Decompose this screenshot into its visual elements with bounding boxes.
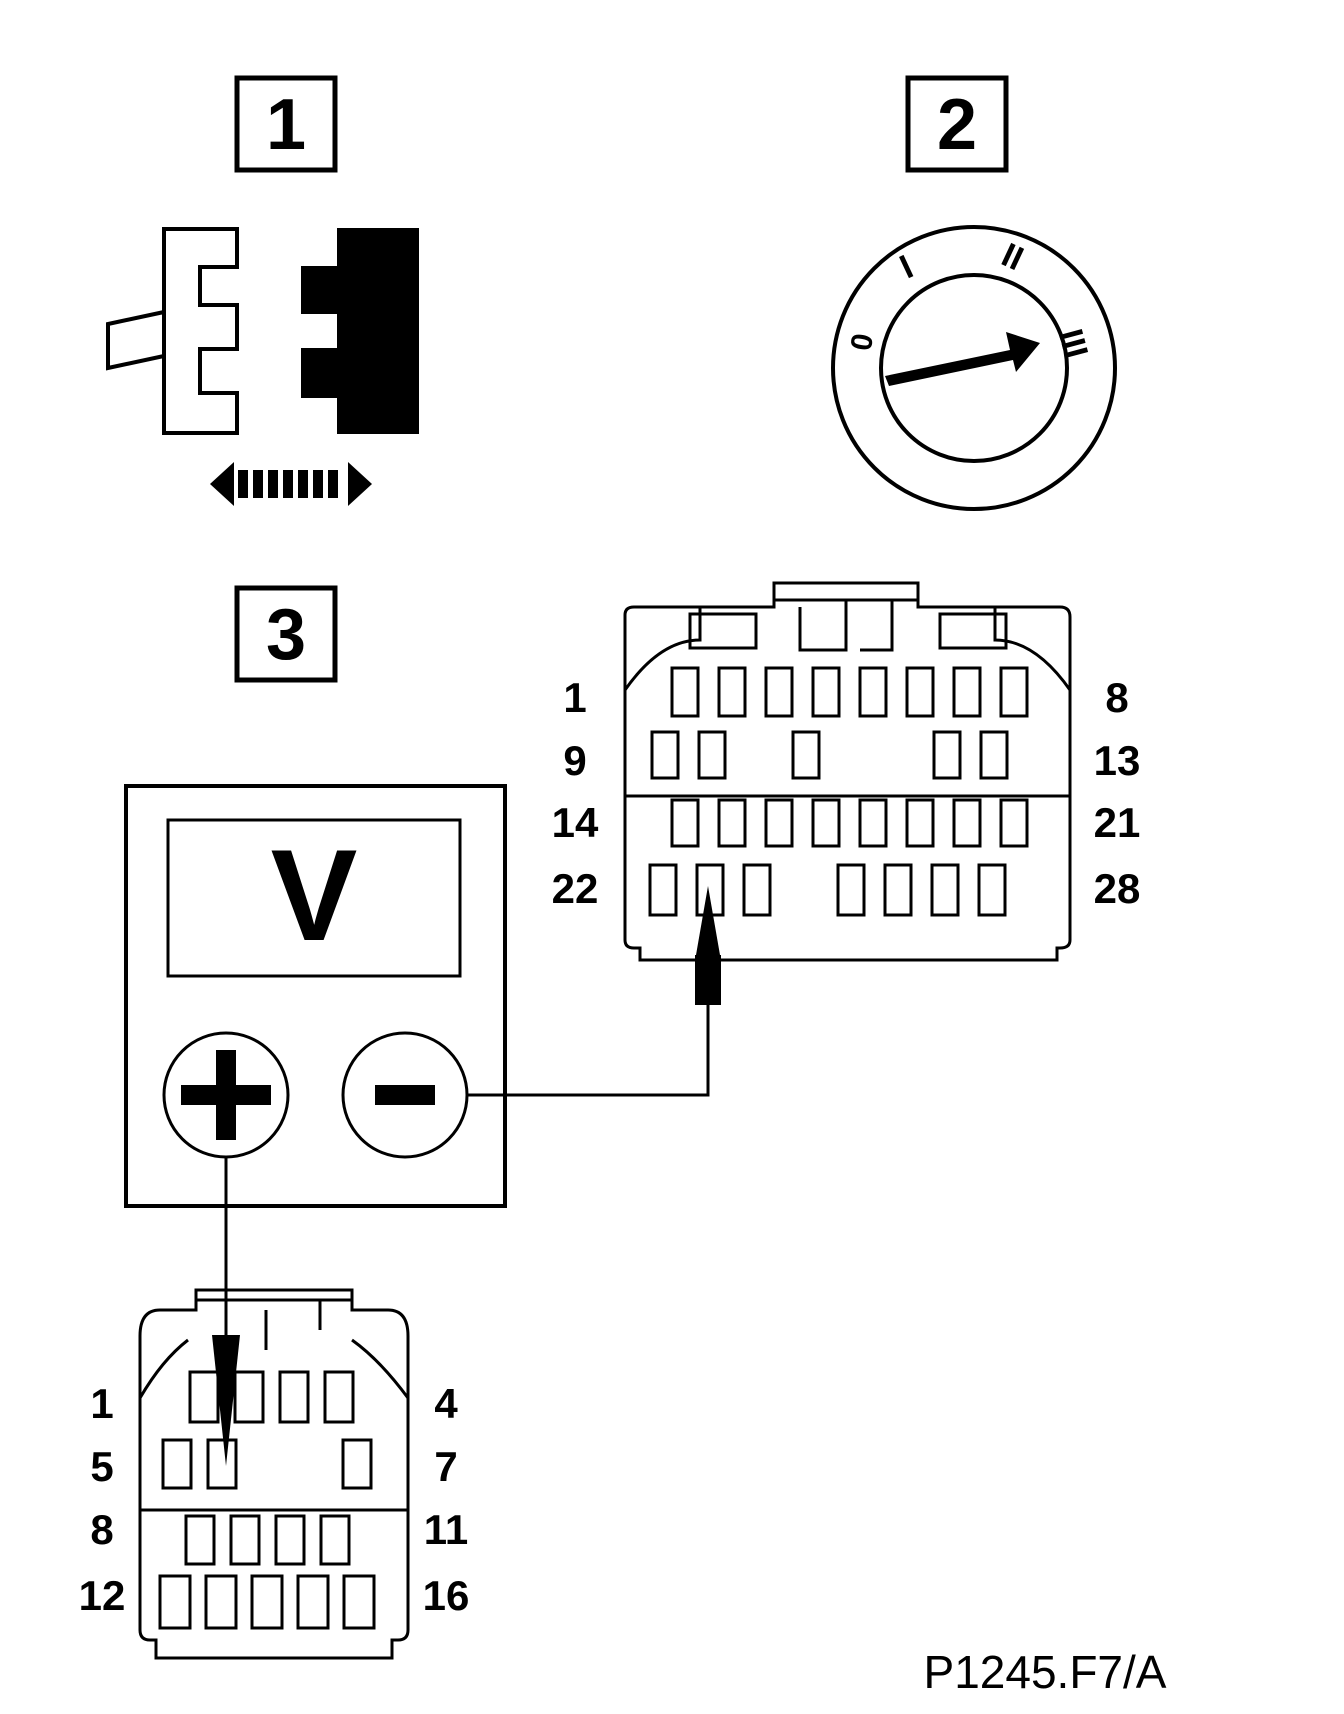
connector-disconnect-icon [106,227,419,506]
c28-cavity [952,666,982,718]
c28-cavity [905,798,935,848]
c28-pin-label-1: 1 [563,674,586,721]
connector-28-cavities [648,666,1029,917]
positive-probe [212,1335,240,1466]
c28-cavity [697,730,727,780]
c16-cavity [342,1574,376,1630]
c28-cavity [742,863,772,917]
ignition-position-0: 0 [845,331,880,353]
c16-cavity [204,1574,238,1630]
c16-pin-label-1: 1 [90,1380,113,1427]
c28-cavity [811,666,841,718]
c16-pin-label-8: 8 [90,1506,113,1553]
c28-cavity [670,798,700,848]
c16-pin-label-12: 12 [79,1572,126,1619]
c16-pin-label-5: 5 [90,1443,113,1490]
c16-cavity [296,1574,330,1630]
c16-cavity [161,1438,193,1490]
connector-16-way [138,1288,410,1660]
c16-cavity [206,1438,238,1490]
c16-cavity [323,1370,355,1424]
step-3-label-box: 3 [234,585,338,683]
c28-cavity [979,730,1009,780]
key-arrow-icon [885,332,1040,386]
c16-cavity [274,1514,306,1566]
c28-cavity [930,863,960,917]
step-2-label-box: 2 [905,75,1009,173]
c28-cavity [905,666,935,718]
c28-pin-label-8: 8 [1105,674,1128,721]
c28-pin-label-9: 9 [563,737,586,784]
c28-cavity [717,798,747,848]
c28-cavity [932,730,962,780]
c28-pin-label-21: 21 [1094,799,1141,846]
c28-cavity [999,666,1029,718]
c28-cavity [650,730,680,780]
c16-cavity [229,1514,261,1566]
c16-pin-label-11: 11 [424,1506,468,1553]
c28-cavity [977,863,1007,917]
c28-pin-label-14: 14 [552,799,599,846]
c16-cavity [250,1574,284,1630]
c16-pin-label-7: 7 [434,1443,457,1490]
c28-cavity [999,798,1029,848]
c16-cavity [341,1438,373,1490]
double-arrow-icon [210,462,372,506]
c16-cavity [319,1514,351,1566]
step-1-number: 1 [266,85,306,165]
step-1-label-box: 1 [234,75,338,173]
c28-cavity [811,798,841,848]
figure-reference: P1245.F7/A [924,1646,1167,1698]
c16-cavity [188,1370,220,1424]
c28-pin-label-22: 22 [552,865,599,912]
connector-28-way [623,581,1072,962]
connector-male-half [301,228,419,434]
minus-terminal [341,1031,469,1159]
c28-cavity [952,798,982,848]
c28-cavity [717,666,747,718]
c28-cavity [836,863,866,917]
c28-pin-label-13: 13 [1094,737,1141,784]
c28-cavity [858,798,888,848]
c16-pin-label-4: 4 [434,1380,458,1427]
c16-cavity [158,1574,192,1630]
c28-cavity [883,863,913,917]
c28-cavity [670,666,700,718]
c16-cavity [278,1370,310,1424]
voltmeter: V [124,784,507,1208]
c16-pin-label-16: 16 [423,1572,470,1619]
voltmeter-display [166,818,462,978]
c28-cavity [764,666,794,718]
connector-female-half [162,227,239,435]
c28-cavity [791,730,821,780]
negative-probe-lead [467,1000,710,1097]
c28-pin-label-28: 28 [1094,865,1141,912]
step-3-number: 3 [266,595,306,675]
c28-cavity [858,666,888,718]
negative-probe [695,886,721,1005]
c28-cavity [648,863,678,917]
step-2-number: 2 [937,85,977,165]
minus-icon [375,1085,435,1105]
c28-cavity [764,798,794,848]
voltmeter-unit: V [271,822,358,968]
connector-16-cavities [158,1370,376,1630]
c16-cavity [233,1370,265,1424]
plus-terminal [162,1031,290,1159]
c28-cavity [695,863,725,917]
ignition-switch-icon: 0 I II III [831,225,1117,511]
c16-cavity [184,1514,216,1566]
